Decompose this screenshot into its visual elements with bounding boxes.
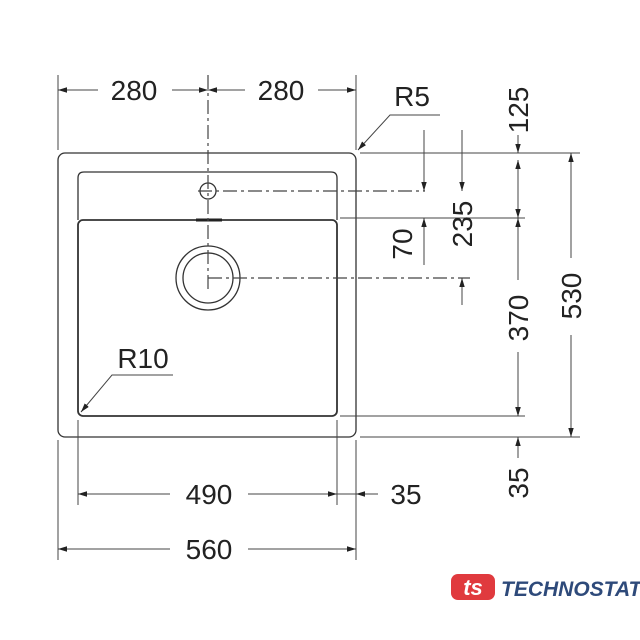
logo-text: TECHNOSTATUS <box>501 578 640 601</box>
dim-560: 560 <box>186 534 233 565</box>
dim-370: 370 <box>503 295 534 342</box>
sink-drainboard-outline <box>77 171 338 220</box>
svg-text:ts: ts <box>463 575 483 600</box>
dim-490: 490 <box>186 479 233 510</box>
dim-top-left: 280 <box>111 75 158 106</box>
dim-235: 235 <box>447 201 478 248</box>
sink-basin-outline <box>77 219 338 417</box>
sink-outer-outline <box>57 152 357 438</box>
dim-r10: R10 <box>117 343 168 374</box>
dim-125: 125 <box>503 87 534 134</box>
dim-70: 70 <box>387 228 418 259</box>
dim-35-vertical: 35 <box>503 467 534 498</box>
dim-top-right: 280 <box>258 75 305 106</box>
dim-r5: R5 <box>394 81 430 112</box>
logo-mark <box>451 574 495 600</box>
technostatus-logo: ts TECHNOSTATUS <box>451 574 640 601</box>
dim-530: 530 <box>556 273 587 320</box>
dim-35-horizontal: 35 <box>390 479 421 510</box>
